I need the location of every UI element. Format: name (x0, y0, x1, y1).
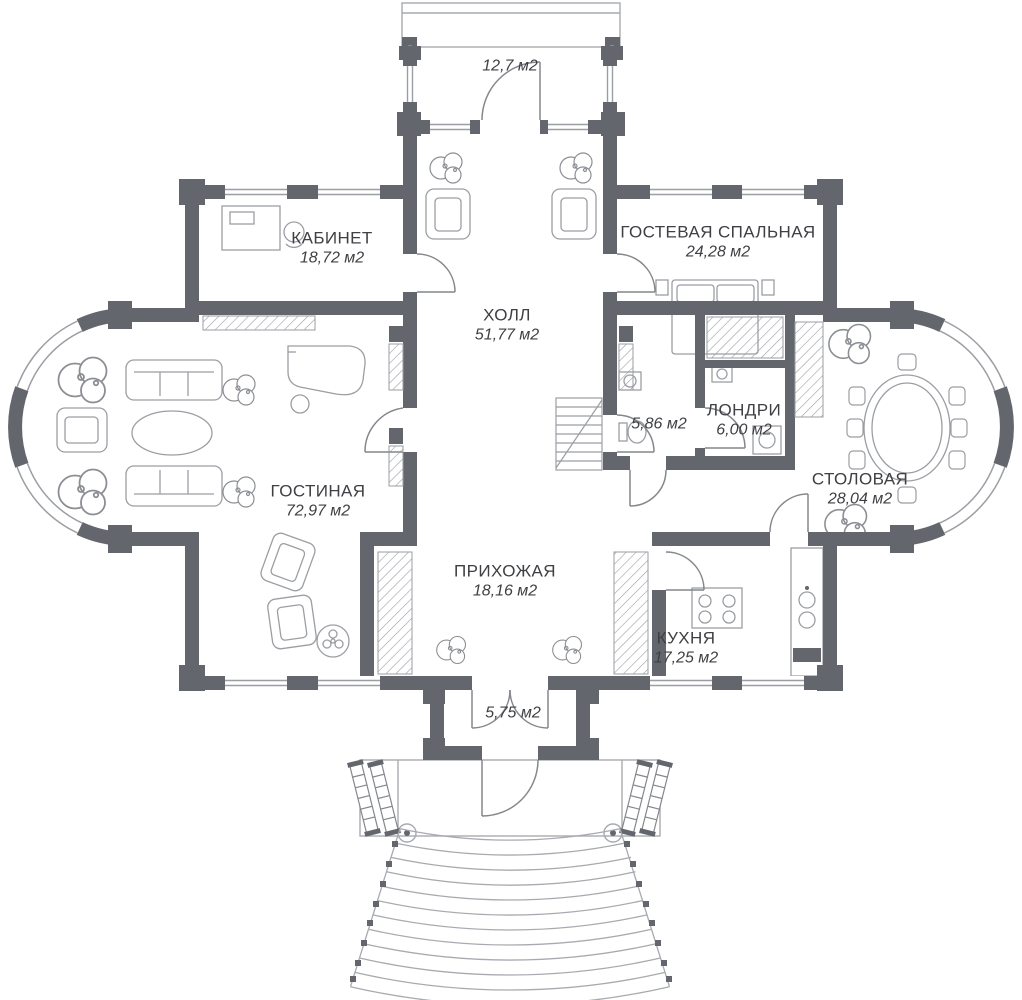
dining-chair (950, 418, 968, 438)
dining-chair (848, 386, 866, 406)
room-label-bathroom: 5,86 м2 (631, 415, 686, 434)
room-area: 51,77 м2 (474, 326, 540, 344)
room-label-hallway: ПРИХОЖАЯ 18,16 м2 (454, 562, 556, 601)
dining-chair (846, 418, 864, 438)
laundry-sink (711, 365, 733, 383)
room-area: 6,00 м2 (716, 421, 772, 439)
room-label-porch: 12,7 м2 (482, 57, 537, 76)
room-name: КАБИНЕТ (291, 228, 373, 248)
room-label-vestibule: 5,75 м2 (485, 704, 540, 723)
wing-windows (16, 320, 1006, 534)
armchair (551, 188, 597, 240)
plant (429, 152, 463, 184)
dining-table (863, 374, 951, 482)
armchair (425, 188, 471, 240)
top-deck (401, 2, 621, 55)
dining-chair (848, 450, 866, 470)
room-name: ГОСТИНАЯ (270, 481, 366, 501)
dining-chair (897, 353, 917, 371)
room-area: 24,28 м2 (685, 243, 751, 261)
room-area: 17,25 м2 (653, 649, 719, 667)
wing-walls (8, 308, 1014, 546)
plant (57, 356, 108, 404)
windows (225, 66, 804, 690)
plant (57, 468, 108, 516)
plant (828, 323, 872, 365)
terrace-railings (346, 758, 674, 838)
room-label-office: КАБИНЕТ 18,72 м2 (291, 229, 372, 268)
dining-chair (948, 386, 966, 406)
room-area: 18,16 м2 (472, 582, 538, 600)
plant (552, 635, 583, 665)
room-area: 72,97 м2 (285, 502, 351, 520)
room-area: 5,75 м2 (485, 704, 541, 722)
plant (436, 635, 467, 665)
room-name: СТОЛОВАЯ (811, 469, 909, 489)
room-area: 12,7 м2 (482, 57, 538, 75)
grand-staircase (349, 828, 672, 1000)
plant (222, 374, 256, 406)
kitchen-island-stove (691, 587, 743, 629)
office-desk (221, 205, 305, 251)
staircase-balusters (350, 841, 672, 982)
grand-piano (287, 345, 366, 414)
doors (364, 61, 809, 817)
sofa (125, 465, 223, 507)
room-name: ГОСТЕВАЯ СПАЛЬНАЯ (620, 222, 816, 242)
armchair (258, 530, 318, 594)
plant (559, 152, 593, 184)
room-label-laundry: ЛОНДРИ 6,00 м2 (707, 401, 781, 440)
room-area: 18,72 м2 (299, 249, 365, 267)
room-name: ХОЛЛ (483, 305, 531, 325)
room-name: ПРИХОЖАЯ (454, 561, 556, 581)
flower-table (316, 624, 350, 658)
room-label-hall: ХОЛЛ 51,77 м2 (475, 306, 539, 345)
sofa (125, 359, 223, 401)
plant (222, 476, 256, 508)
dining-chair (948, 450, 966, 470)
armchair (266, 593, 318, 651)
armchair (56, 407, 108, 453)
room-name: КУХНЯ (656, 628, 716, 648)
room-label-living-room: ГОСТИНАЯ 72,97 м2 (271, 482, 366, 521)
room-label-kitchen: КУХНЯ 17,25 м2 (654, 629, 718, 668)
hall-stairs (555, 397, 603, 471)
kitchen-counter (790, 547, 824, 677)
room-label-guest-bedroom: ГОСТЕВАЯ СПАЛЬНАЯ 24,28 м2 (620, 223, 815, 262)
washing-machine (752, 425, 782, 455)
room-area: 28,04 м2 (827, 490, 893, 508)
room-label-dining-room: СТОЛОВАЯ 28,04 м2 (812, 470, 908, 509)
coffee-table (131, 410, 213, 456)
wardrobes (202, 315, 824, 675)
room-area: 5,86 м2 (631, 415, 687, 433)
room-name: ЛОНДРИ (706, 400, 782, 420)
